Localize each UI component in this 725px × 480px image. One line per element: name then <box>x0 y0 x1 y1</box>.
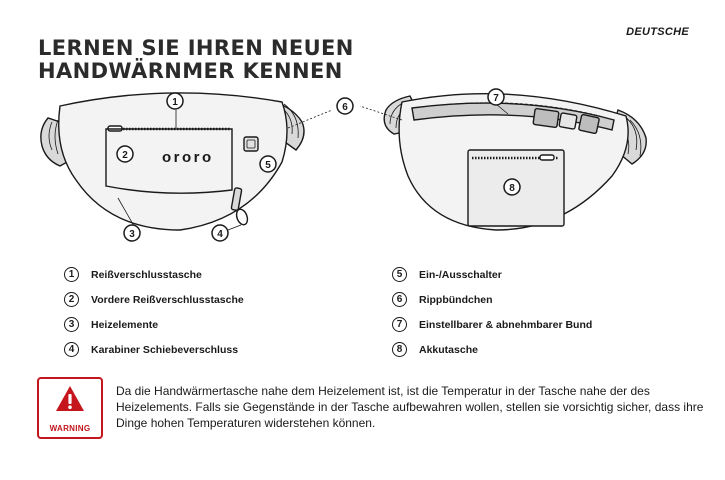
adjustable-belt <box>411 102 615 131</box>
legend-item: 7 Einstellbarer & abnehmbarer Bund <box>392 312 592 337</box>
legend-item: 8 Akkutasche <box>392 337 592 362</box>
callout-1: 1 <box>166 92 184 110</box>
callout-3: 3 <box>123 224 141 242</box>
product-illustration: ororo 1 2 3 4 5 6 7 <box>40 88 647 242</box>
legend-item: 2 Vordere Reißverschlusstasche <box>64 287 244 312</box>
legend-number: 3 <box>64 317 79 332</box>
svg-text:1: 1 <box>172 97 178 108</box>
legend-number: 6 <box>392 292 407 307</box>
page-title-line-2: HANDWÄRNMER KENNEN <box>38 59 343 83</box>
warning-triangle-icon <box>56 386 84 411</box>
legend-number: 7 <box>392 317 407 332</box>
svg-text:2: 2 <box>122 150 128 161</box>
svg-text:5: 5 <box>265 160 271 171</box>
callout-6: 6 <box>336 97 354 115</box>
legend-label: Ein-/Ausschalter <box>419 268 502 281</box>
svg-text:4: 4 <box>217 229 223 240</box>
legend-item: 1 Reißverschlusstasche <box>64 262 244 287</box>
svg-text:6: 6 <box>342 102 348 113</box>
legend-label: Karabiner Schiebeverschluss <box>91 343 239 356</box>
brand-logo-text: ororo <box>162 149 214 166</box>
language-label: DEUTSCHE <box>626 26 689 38</box>
front-view <box>40 92 333 231</box>
legend-label: Einstellbarer & abnehmbarer Bund <box>419 318 593 331</box>
callout-5: 5 <box>259 155 277 173</box>
warning-text: Da die Handwärmertasche nahe dem Heizele… <box>116 384 704 430</box>
back-view <box>359 92 647 231</box>
callout-4: 4 <box>211 224 229 242</box>
legend-label: Rippbündchen <box>419 293 493 306</box>
callout-8: 8 <box>503 178 521 196</box>
legend-item: 5 Ein-/Ausschalter <box>392 262 592 287</box>
power-button-shape <box>243 136 259 152</box>
legend-label: Heizelemente <box>91 318 159 331</box>
legend-label: Reißverschlusstasche <box>91 268 202 281</box>
legend-number: 1 <box>64 267 79 282</box>
legend-number: 5 <box>392 267 407 282</box>
legend-number: 2 <box>64 292 79 307</box>
legend-number: 8 <box>392 342 407 357</box>
page-title: LERNEN SIE IHREN NEUEN HANDWÄRNMER KENNE… <box>38 37 354 83</box>
legend-label: Vordere Reißverschlusstasche <box>91 293 244 306</box>
warning-badge: WARNING <box>37 377 103 439</box>
callout-2: 2 <box>116 145 134 163</box>
callout-7: 7 <box>487 88 505 106</box>
legend-label: Akkutasche <box>419 343 478 356</box>
svg-text:8: 8 <box>509 183 515 194</box>
svg-text:7: 7 <box>493 93 499 104</box>
legend-right: 5 Ein-/Ausschalter 6 Rippbündchen 7 Eins… <box>392 262 592 362</box>
legend-item: 3 Heizelemente <box>64 312 244 337</box>
legend-item: 6 Rippbündchen <box>392 287 592 312</box>
svg-text:3: 3 <box>129 229 135 240</box>
warning-label: WARNING <box>49 424 91 433</box>
legend-item: 4 Karabiner Schiebeverschluss <box>64 337 244 362</box>
page-title-line-1: LERNEN SIE IHREN NEUEN <box>38 36 354 60</box>
legend-number: 4 <box>64 342 79 357</box>
legend-left: 1 Reißverschlusstasche 2 Vordere Reißver… <box>64 262 244 362</box>
